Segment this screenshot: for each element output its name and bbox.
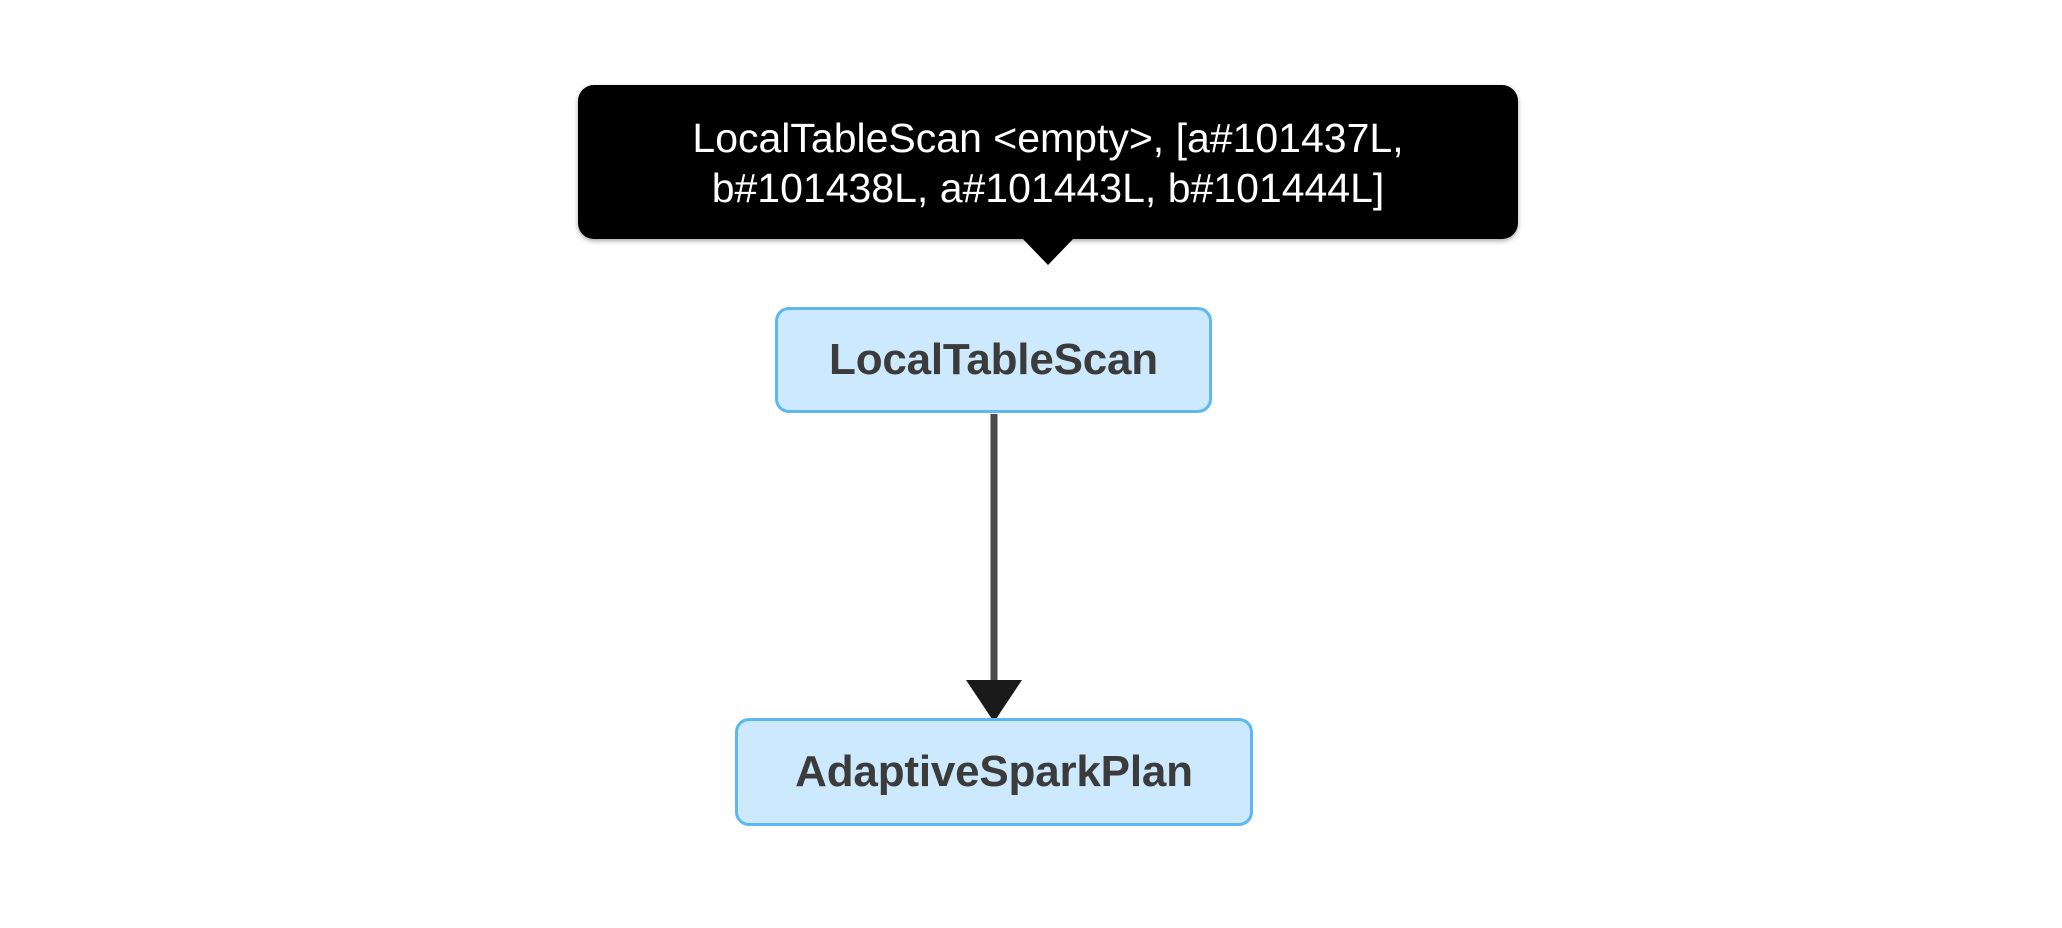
graph-node-adaptivesparkplan[interactable]: AdaptiveSparkPlan	[735, 718, 1253, 826]
graph-node-localtablescan[interactable]: LocalTableScan	[775, 307, 1212, 413]
node-tooltip: LocalTableScan <empty>, [a#101437L, b#10…	[578, 85, 1518, 266]
tooltip-line-1: LocalTableScan <empty>, [a#101437L,	[692, 115, 1404, 161]
graph-node-localtablescan-label: LocalTableScan	[829, 335, 1158, 384]
graph-node-adaptivesparkplan-label: AdaptiveSparkPlan	[795, 747, 1193, 796]
tooltip-line-2: b#101438L, a#101443L, b#101444L]	[711, 165, 1385, 212]
tooltip-tail-icon	[1021, 237, 1075, 266]
edge-arrowhead-icon	[966, 680, 1022, 722]
